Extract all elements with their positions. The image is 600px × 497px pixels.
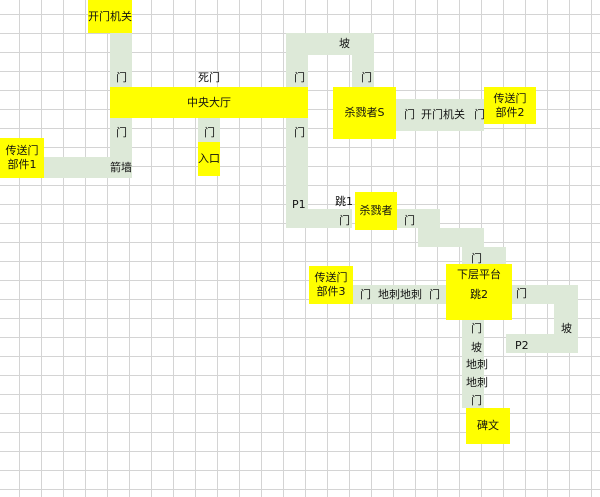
path-slayer-step-1 (396, 209, 440, 228)
door-label: 门 (471, 252, 482, 265)
door-label: 门 (404, 108, 415, 121)
door-label: 门 (516, 287, 527, 300)
door-label: 门 (294, 126, 305, 139)
jump-1-label: 跳1 (335, 195, 353, 208)
path-platform-to-stele (462, 318, 484, 408)
door-label: 门 (361, 71, 372, 84)
p1-label: P1 (292, 198, 306, 211)
path-slayer-s-to-teleport-2 (396, 99, 484, 131)
room-stele: 碑文 (466, 408, 510, 444)
door-label: 门 (471, 322, 482, 335)
spikes-label: 地刺 (466, 376, 488, 389)
spikes-label: 地刺 (378, 288, 400, 301)
door-label: 门 (404, 214, 415, 227)
path-slayer-step-2 (418, 228, 484, 247)
room-teleport-part-3: 传送门 部件3 (309, 266, 353, 304)
room-door-switch-top: 开门机关 (88, 0, 132, 33)
door-label: 门 (471, 394, 482, 407)
path-p1-to-slayer (286, 209, 352, 228)
path-slope-loop-right (352, 33, 374, 90)
dead-door-label: 死门 (198, 71, 220, 84)
lower-platform-title: 下层平台 (457, 268, 501, 281)
path-platform-loop-bottom (506, 334, 578, 353)
path-slayer-step-3 (462, 247, 506, 266)
room-teleport-part-2: 传送门 部件2 (484, 87, 536, 124)
p2-label: P2 (515, 339, 529, 352)
path-hall-down-to-p1 (286, 118, 308, 228)
room-lower-platform: 下层平台 跳2 (446, 264, 512, 320)
lower-platform-jump-label: 跳2 (470, 288, 488, 301)
door-label: 门 (360, 288, 371, 301)
slope-label: 坡 (561, 322, 572, 335)
room-slayer: 杀戮者 (355, 192, 397, 230)
spikes-label: 地刺 (466, 358, 488, 371)
door-label: 门 (294, 71, 305, 84)
door-label: 门 (474, 108, 485, 121)
path-arrow-wall-to-teleport-1 (44, 157, 132, 178)
path-hall-to-entrance (198, 118, 220, 142)
door-label: 门 (204, 126, 215, 139)
room-central-hall: 中央大厅 (110, 87, 308, 118)
room-entrance: 入口 (198, 142, 220, 176)
door-label: 门 (116, 71, 127, 84)
door-switch-label: 开门机关 (421, 108, 465, 121)
spikes-label: 地刺 (400, 288, 422, 301)
slope-label: 坡 (471, 341, 482, 354)
door-label: 门 (339, 214, 350, 227)
door-label: 门 (429, 288, 440, 301)
room-teleport-part-1: 传送门 部件1 (0, 138, 44, 178)
room-slayer-s: 杀戮者S (333, 87, 396, 139)
slope-label: 坡 (339, 37, 350, 50)
arrow-wall-label: 箭墙 (110, 161, 132, 174)
path-switch-to-hall (110, 33, 132, 90)
door-label: 门 (116, 126, 127, 139)
path-teleport-3-to-platform (352, 285, 446, 304)
